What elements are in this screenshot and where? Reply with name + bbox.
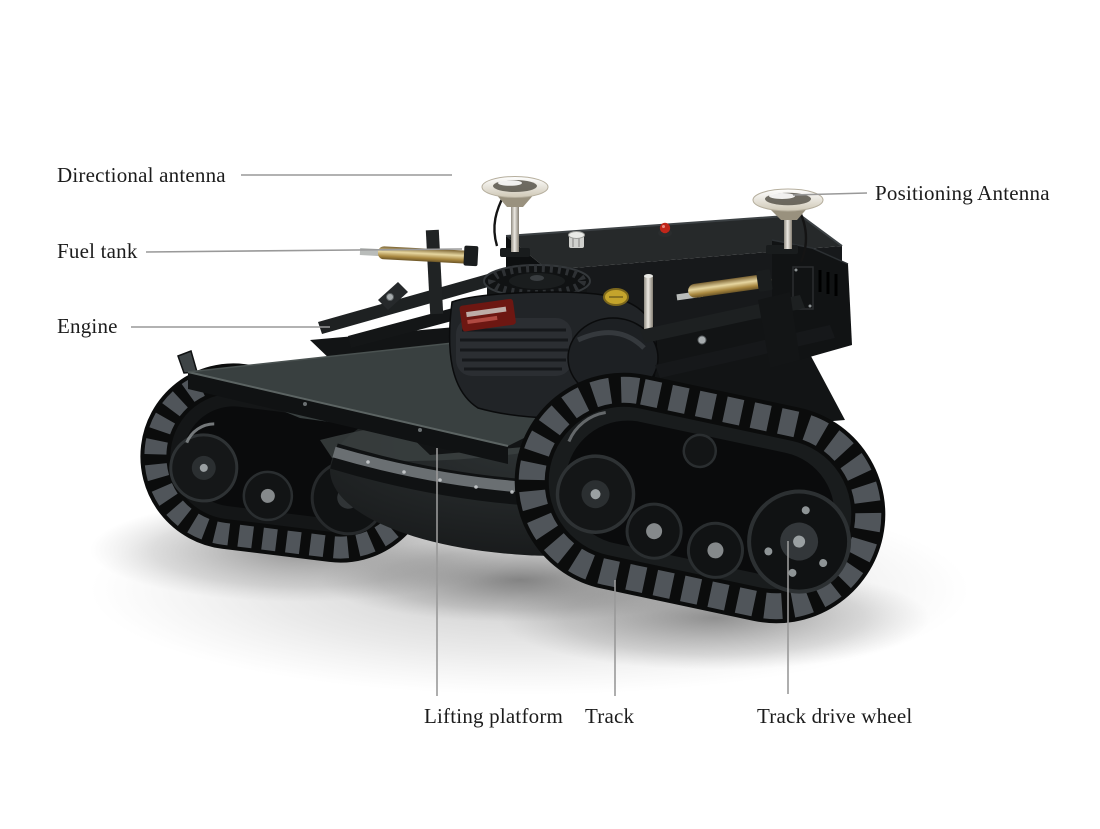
- leader-line-positioning-antenna: [792, 192, 868, 196]
- emergency-stop-button: [658, 222, 672, 237]
- lift-arm-upper: [318, 262, 534, 334]
- lift-cylinder-left: [359, 245, 479, 267]
- antenna-mast-right: [784, 211, 792, 249]
- top-roller: [682, 433, 718, 469]
- label-positioning-antenna: Positioning Antenna: [875, 181, 1050, 205]
- label-lifting-platform: Lifting platform: [424, 704, 564, 728]
- label-directional-antenna: Directional antenna: [57, 163, 226, 187]
- right-track-lugs: [518, 376, 882, 620]
- label-track: Track: [585, 704, 635, 728]
- engine-badge: [459, 298, 516, 332]
- label-fuel-tank: Fuel tank: [57, 239, 138, 263]
- label-engine: Engine: [57, 314, 118, 338]
- support-rod: [644, 274, 653, 334]
- access-panel: [792, 266, 814, 310]
- fuel-tank-top: [506, 215, 842, 270]
- cooling-fins: [460, 328, 568, 371]
- leader-lines: [131, 174, 868, 696]
- platform-front-face: [188, 372, 508, 464]
- label-track-drive-wheel: Track drive wheel: [757, 704, 913, 728]
- vent-slots: [818, 270, 838, 296]
- antenna-mast-left: [511, 198, 519, 252]
- lift-cylinder-right: [676, 269, 773, 301]
- fuel-filler-cap: [568, 231, 585, 248]
- air-filter: [483, 264, 591, 298]
- right-track: [514, 372, 886, 624]
- platform-corner-bracket: [177, 350, 198, 374]
- lift-linkage-right: [640, 292, 835, 378]
- directional-antenna-part: [481, 176, 549, 257]
- oil-cap: [603, 288, 629, 306]
- leader-line-fuel-tank: [145, 248, 463, 253]
